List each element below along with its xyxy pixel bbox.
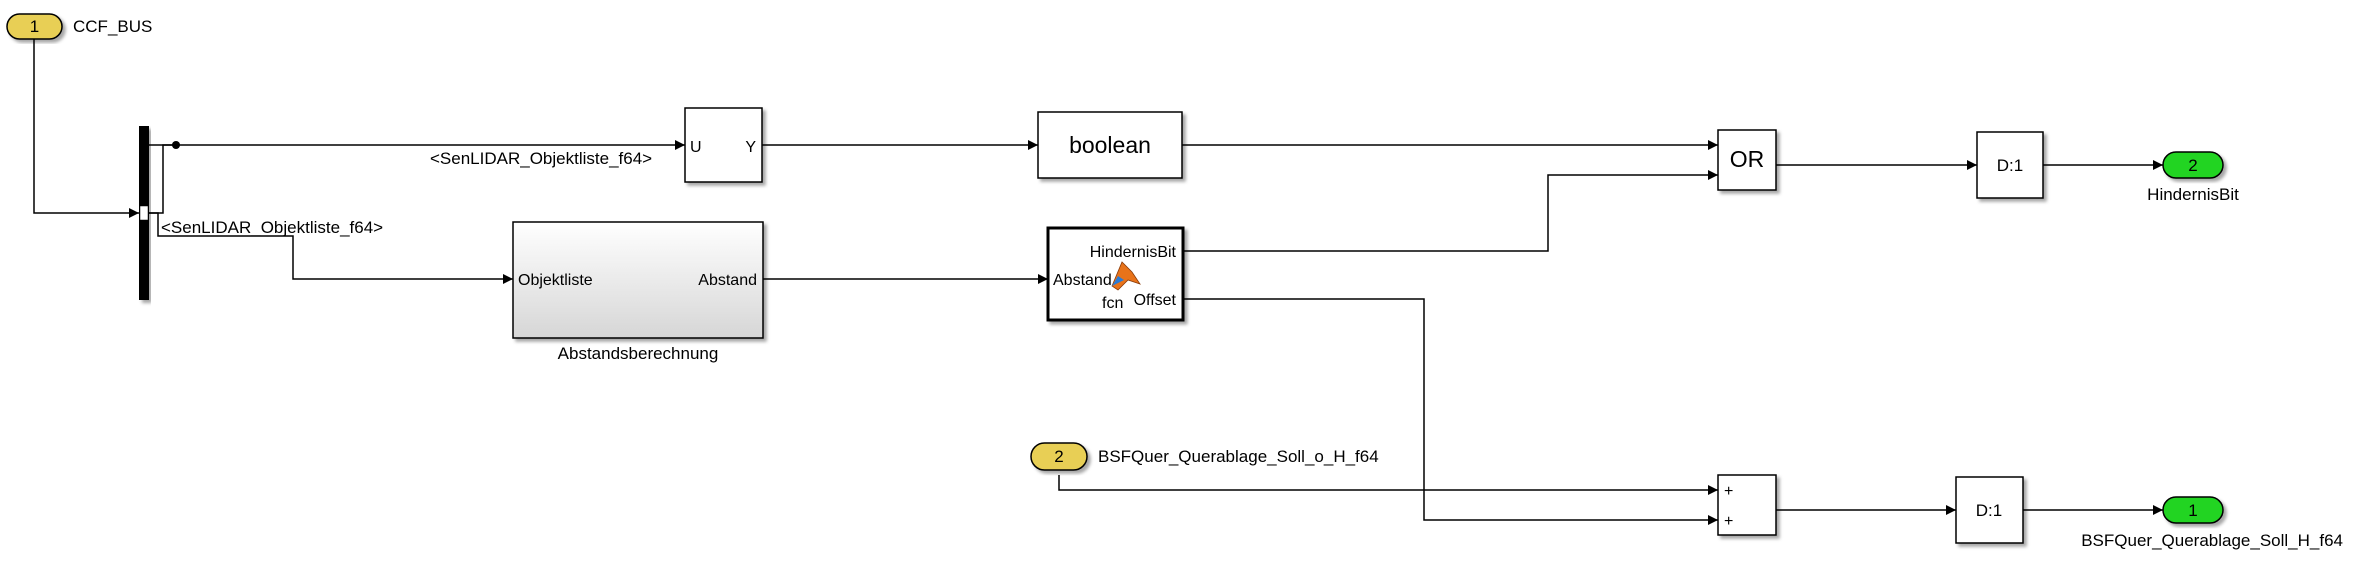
or-block[interactable]: OR xyxy=(1717,129,1777,191)
sum-block[interactable]: + + xyxy=(1717,474,1777,536)
subsystem-shape[interactable] xyxy=(512,221,764,339)
wire-branch-loop[interactable] xyxy=(149,144,176,214)
fcn-output1-label: HindernisBit xyxy=(1090,244,1177,261)
signal-label-bottom: <SenLIDAR_Objektliste_f64> xyxy=(161,218,383,237)
bus-selector[interactable] xyxy=(139,126,149,300)
wire-offset-to-sum[interactable] xyxy=(1183,298,1718,525)
boolean-block[interactable]: boolean xyxy=(1037,111,1183,179)
sum-block-shape[interactable] xyxy=(1717,474,1777,536)
outport-1[interactable]: 1 BSFQuer_Querablage_Soll_H_f64 xyxy=(2081,496,2343,550)
outport-2-name: HindernisBit xyxy=(2147,185,2239,204)
convert-block-top[interactable]: D:1 xyxy=(1976,131,2044,199)
signal-label-top: <SenLIDAR_Objektliste_f64> xyxy=(430,149,652,168)
outport-2[interactable]: 2 HindernisBit xyxy=(2147,151,2239,204)
subsystem-input-label: Objektliste xyxy=(518,272,593,289)
convert-top-label: D:1 xyxy=(1997,156,2023,175)
outport-1-name: BSFQuer_Querablage_Soll_H_f64 xyxy=(2081,531,2343,550)
boolean-block-shape[interactable] xyxy=(1037,111,1183,179)
convert-bottom-label: D:1 xyxy=(1976,501,2002,520)
uy-block[interactable]: U Y xyxy=(684,107,763,183)
fcn-label: fcn xyxy=(1102,295,1123,312)
convert-block-bottom[interactable]: D:1 xyxy=(1955,476,2024,544)
fcn-input-label: Abstand xyxy=(1053,272,1112,289)
inport-1-shape[interactable] xyxy=(6,13,63,40)
matlab-function-block[interactable]: HindernisBit Abstand Offset fcn xyxy=(1046,226,1185,322)
outport-1-number: 1 xyxy=(2188,501,2197,520)
uy-output-label: Y xyxy=(745,139,756,156)
bus-selector-port-marker xyxy=(139,205,149,221)
wires xyxy=(33,37,2163,525)
inport-2[interactable]: 2 BSFQuer_Querablage_Soll_o_H_f64 xyxy=(1030,442,1379,471)
uy-block-shape[interactable] xyxy=(684,107,763,183)
convert-top-shape[interactable] xyxy=(1976,131,2044,199)
or-block-shape[interactable] xyxy=(1717,129,1777,191)
sum-sign-2: + xyxy=(1724,513,1733,530)
inport-2-shape[interactable] xyxy=(1030,442,1088,471)
inport-2-number: 2 xyxy=(1054,447,1063,466)
inport-1-number: 1 xyxy=(30,17,39,36)
boolean-label: boolean xyxy=(1069,132,1151,158)
inport-1[interactable]: 1 CCF_BUS xyxy=(6,13,152,40)
wire-fcn-to-or[interactable] xyxy=(1183,170,1718,252)
inport-2-name: BSFQuer_Querablage_Soll_o_H_f64 xyxy=(1098,447,1379,466)
sum-sign-1: + xyxy=(1724,483,1733,500)
fcn-output2-label: Offset xyxy=(1134,292,1177,309)
abstandsberechnung-subsystem[interactable]: Objektliste Abstand Abstandsberechnung xyxy=(512,221,764,363)
outport-2-number: 2 xyxy=(2188,156,2197,175)
outport-1-shape[interactable] xyxy=(2162,496,2224,524)
fcn-block-shape[interactable] xyxy=(1046,226,1185,322)
matlab-logo-shade-icon xyxy=(1112,276,1124,286)
subsystem-name: Abstandsberechnung xyxy=(558,344,719,363)
or-label: OR xyxy=(1730,146,1765,172)
wire-inport2-to-sum[interactable] xyxy=(1058,475,1718,495)
wire-ccf-bus[interactable] xyxy=(33,37,139,218)
wire-selector-to-subsystem[interactable] xyxy=(149,212,513,284)
matlab-logo-icon xyxy=(1111,261,1141,291)
outport-2-shape[interactable] xyxy=(2162,151,2224,179)
inport-1-name: CCF_BUS xyxy=(73,17,152,36)
uy-input-label: U xyxy=(690,139,702,156)
subsystem-output-label: Abstand xyxy=(698,272,757,289)
convert-bottom-shape[interactable] xyxy=(1955,476,2024,544)
